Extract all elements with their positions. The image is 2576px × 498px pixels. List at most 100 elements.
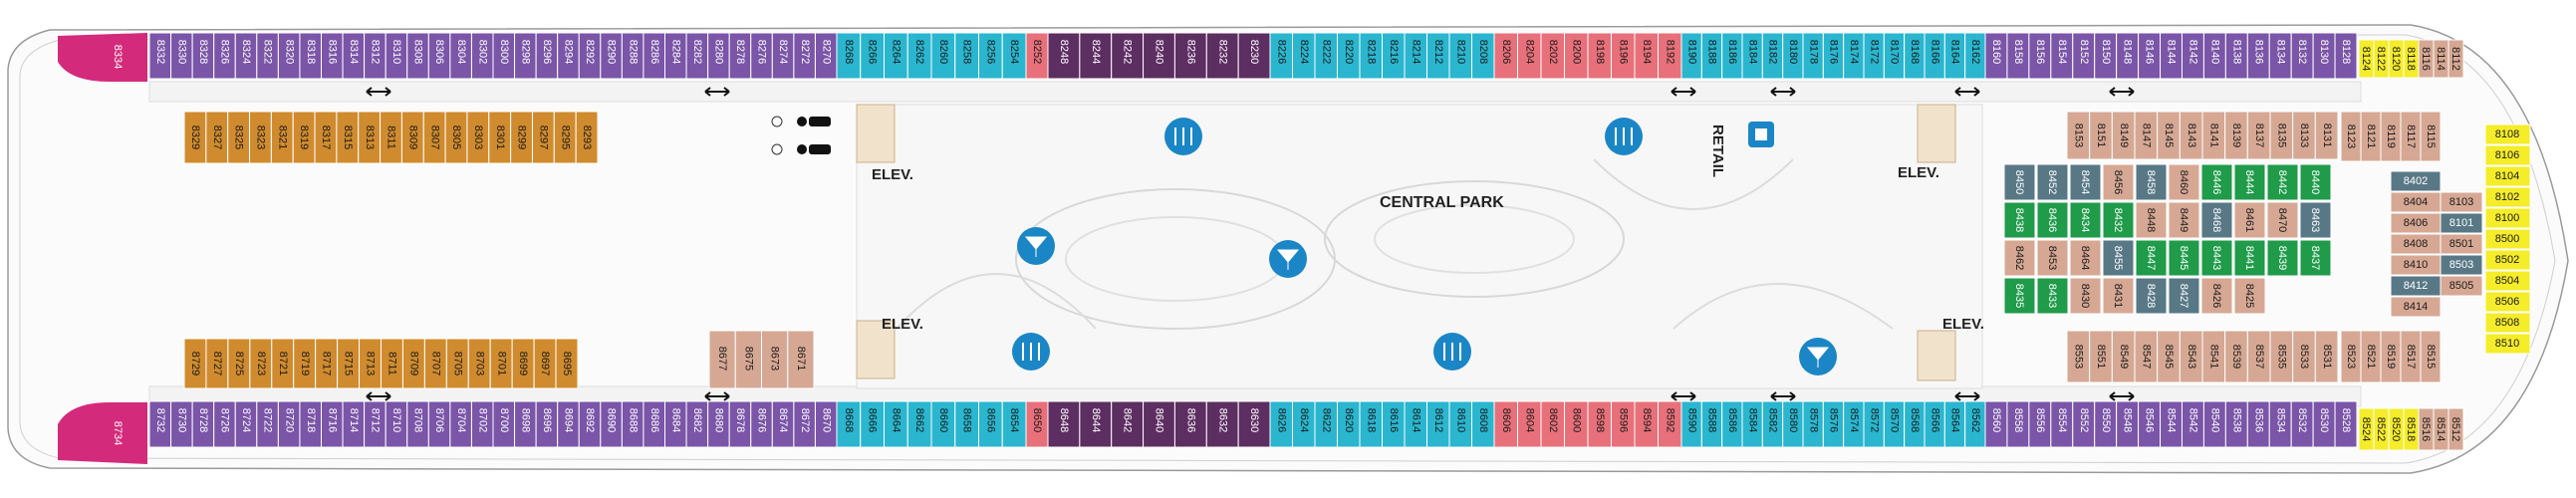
cabin-8432[interactable]	[2102, 201, 2135, 239]
cabin-8447[interactable]	[2135, 239, 2168, 277]
cabin-8505[interactable]	[2440, 275, 2483, 297]
cabin-8430[interactable]	[2069, 277, 2102, 315]
cabin-8439[interactable]	[2266, 239, 2299, 277]
cabin-8431[interactable]	[2102, 277, 2135, 315]
cabin-8455[interactable]	[2102, 239, 2135, 277]
cabin-8112[interactable]	[2447, 39, 2464, 79]
cabin-8508[interactable]	[2484, 312, 2531, 334]
cabin-8242[interactable]	[1111, 32, 1145, 80]
cabin-number: 8116	[2420, 47, 2432, 71]
cabin-8428[interactable]	[2135, 277, 2168, 315]
cabin-8464[interactable]	[2069, 239, 2102, 277]
cabin-8673[interactable]	[761, 330, 789, 389]
cabin-8468[interactable]	[2200, 201, 2233, 239]
cabin-8441[interactable]	[2233, 239, 2266, 277]
cabin-number: 8552	[2078, 408, 2090, 432]
cabin-8528[interactable]	[2334, 400, 2358, 448]
cabin-8128[interactable]	[2334, 32, 2358, 80]
cabin-8458[interactable]	[2135, 163, 2168, 201]
cabin-8446[interactable]	[2200, 163, 2233, 201]
cabin-number: 8101	[2449, 217, 2473, 229]
cabin-8632[interactable]	[1205, 400, 1239, 448]
cabin-8450[interactable]	[2003, 163, 2036, 201]
cabin-8230[interactable]	[1237, 32, 1271, 80]
cabin-8448[interactable]	[2135, 201, 2168, 239]
cabin-8695[interactable]	[555, 338, 579, 389]
elevator-lobby-aft-top: ELEV.	[856, 104, 913, 183]
cabin-8106[interactable]	[2484, 144, 2531, 166]
cabin-number: 8517	[2405, 345, 2417, 369]
cabin-8334[interactable]	[58, 33, 147, 82]
cabin-number: 8636	[1184, 408, 1196, 432]
cabin-8452[interactable]	[2036, 163, 2069, 201]
cabin-8460[interactable]	[2168, 163, 2200, 201]
cabin-8449[interactable]	[2168, 201, 2200, 239]
cabin-8440[interactable]	[2299, 163, 2332, 201]
cabin-8506[interactable]	[2484, 291, 2531, 313]
cabin-8444[interactable]	[2233, 163, 2266, 201]
cabin-8640[interactable]	[1143, 400, 1175, 448]
cabin-8630[interactable]	[1237, 400, 1271, 448]
cabin-8644[interactable]	[1079, 400, 1113, 448]
cabin-8462[interactable]	[2003, 239, 2036, 277]
cabin-number: 8133	[2298, 124, 2310, 147]
cabin-8636[interactable]	[1173, 400, 1207, 448]
cabin-number: 8622	[1320, 408, 1332, 432]
cabin-8502[interactable]	[2484, 249, 2531, 271]
cabin-8425[interactable]	[2233, 277, 2266, 315]
cabin-8402[interactable]	[2390, 170, 2442, 192]
cabin-8436[interactable]	[2036, 201, 2069, 239]
cabin-8443[interactable]	[2200, 239, 2233, 277]
cabin-8442[interactable]	[2266, 163, 2299, 201]
cabin-8510[interactable]	[2484, 333, 2531, 355]
cabin-8438[interactable]	[2003, 201, 2036, 239]
cabin-8414[interactable]	[2390, 296, 2442, 318]
cabin-8131[interactable]	[2314, 111, 2339, 160]
cabin-8501[interactable]	[2440, 233, 2483, 255]
cabin-8108[interactable]	[2484, 124, 2531, 145]
cabin-8103[interactable]	[2440, 191, 2483, 213]
cabin-number: 8170	[1889, 40, 1901, 64]
cabin-8427[interactable]	[2168, 277, 2200, 315]
cabin-8642[interactable]	[1111, 400, 1145, 448]
cabin-number: 8539	[2230, 345, 2242, 369]
cabin-8500[interactable]	[2484, 228, 2531, 250]
cabin-8531[interactable]	[2314, 330, 2339, 383]
cabin-number: 8452	[2046, 170, 2058, 194]
cabin-8470[interactable]	[2266, 201, 2299, 239]
cabin-8240[interactable]	[1143, 32, 1175, 80]
cabin-8461[interactable]	[2233, 201, 2266, 239]
cabin-8101[interactable]	[2440, 212, 2483, 234]
cabin-8463[interactable]	[2299, 201, 2332, 239]
cabin-8100[interactable]	[2484, 207, 2531, 229]
cabin-8232[interactable]	[1205, 32, 1239, 80]
cabin-8433[interactable]	[2036, 277, 2069, 315]
cabin-8453[interactable]	[2036, 239, 2069, 277]
cabin-8734[interactable]	[58, 402, 147, 464]
cabin-8102[interactable]	[2484, 186, 2531, 208]
cabin-8445[interactable]	[2168, 239, 2200, 277]
cabin-8504[interactable]	[2484, 270, 2531, 292]
cabin-8244[interactable]	[1079, 32, 1113, 80]
cabin-8675[interactable]	[734, 330, 762, 389]
cabin-8677[interactable]	[708, 330, 736, 389]
cabin-8515[interactable]	[2420, 330, 2442, 383]
cabin-8104[interactable]	[2484, 165, 2531, 187]
cabin-8512[interactable]	[2447, 407, 2464, 451]
cabin-8434[interactable]	[2069, 201, 2102, 239]
cabin-number: 8725	[233, 352, 245, 375]
cabin-8437[interactable]	[2299, 239, 2332, 277]
cabin-8456[interactable]	[2102, 163, 2135, 201]
cabin-number: 8103	[2449, 196, 2473, 208]
cabin-8293[interactable]	[575, 111, 599, 164]
cabin-8503[interactable]	[2440, 254, 2483, 276]
cabin-8435[interactable]	[2003, 277, 2036, 315]
cabin-8671[interactable]	[787, 330, 815, 389]
cabin-number: 8692	[584, 408, 596, 432]
cabin-number: 8521	[2365, 345, 2377, 369]
cabin-8426[interactable]	[2200, 277, 2233, 315]
cabin-8115[interactable]	[2420, 111, 2442, 162]
cabin-8454[interactable]	[2069, 163, 2102, 201]
cabin-number: 8644	[1090, 408, 1102, 432]
cabin-number: 8695	[561, 352, 573, 375]
